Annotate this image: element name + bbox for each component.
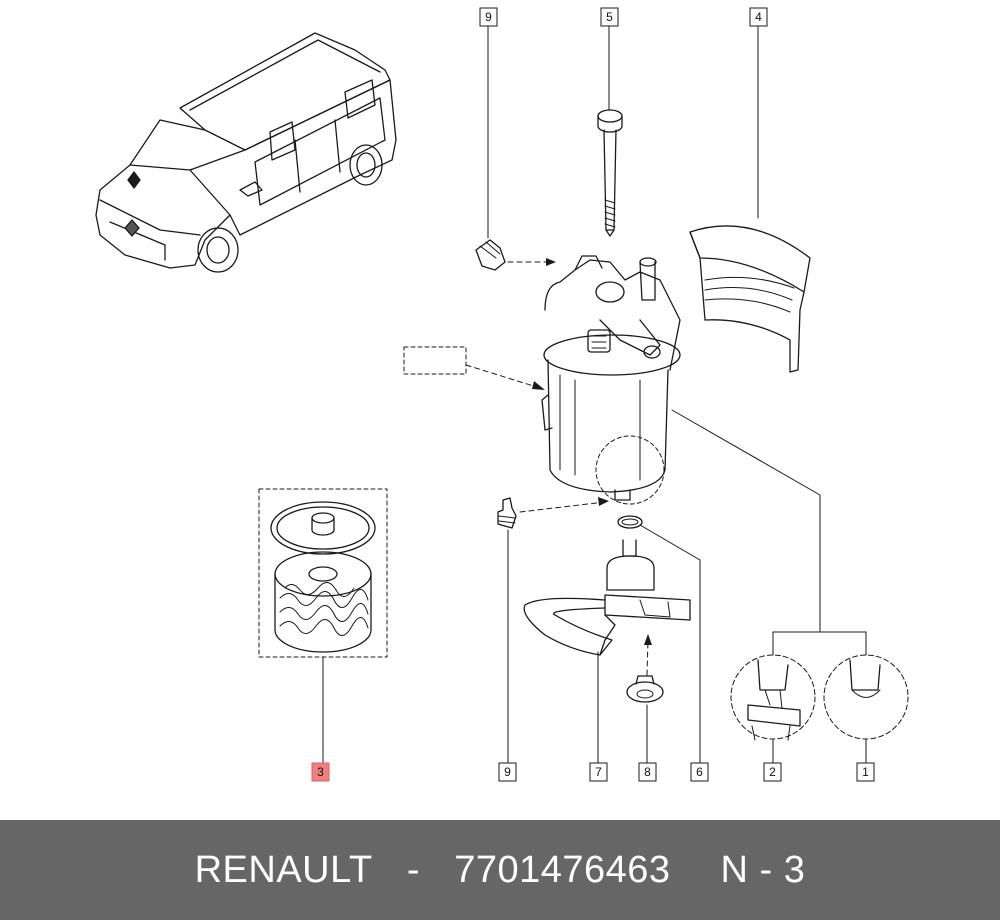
callout-number: 6 [696, 765, 703, 779]
brand-name: RENAULT [194, 848, 373, 891]
bolt [597, 109, 623, 237]
filter-housing [541, 255, 681, 505]
heat-shield [689, 225, 811, 373]
page-reference: N - 3 [720, 848, 806, 891]
callout-label-8: 8 [638, 762, 657, 782]
callout-number: 7 [595, 765, 602, 779]
callout-box [763, 762, 782, 782]
callout-box [311, 762, 330, 782]
connector-plug [626, 675, 664, 703]
parts-diagram: 9 5 4 3 9 7 8 6 2 1 [95, 7, 909, 782]
callout-box [479, 7, 498, 27]
callout-labels: 9 5 4 3 9 7 8 6 2 1 [311, 7, 875, 782]
reference-box [403, 346, 467, 375]
callout-box [498, 762, 517, 782]
part-number: 7701476463 [454, 848, 671, 891]
fuel-filter-cartridge [258, 488, 388, 658]
callout-label-9-bottom: 9 [498, 762, 517, 782]
callout-number: 2 [769, 765, 776, 779]
callout-label-7: 7 [589, 762, 608, 782]
callout-number: 3 [317, 765, 324, 779]
callout-box [589, 762, 608, 782]
sensor-top [475, 239, 506, 271]
drain-screw [497, 497, 517, 529]
callout-number: 5 [606, 10, 613, 24]
callout-box [638, 762, 657, 782]
callout-box [856, 762, 875, 782]
callout-box [600, 7, 619, 27]
callout-box [749, 7, 768, 27]
callout-number: 4 [755, 10, 762, 24]
callout-label-2: 2 [763, 762, 782, 782]
callout-label-9-top: 9 [479, 7, 498, 27]
callout-number: 9 [504, 765, 511, 779]
o-ring [617, 515, 643, 529]
callout-box [690, 762, 709, 782]
callout-number: 1 [862, 765, 869, 779]
water-sensor-harness [523, 539, 691, 656]
callout-label-3: 3 [311, 762, 330, 782]
callout-label-6: 6 [690, 762, 709, 782]
separator: - [406, 848, 420, 891]
callout-number: 9 [485, 10, 492, 24]
callout-label-4: 4 [749, 7, 768, 27]
detail-view-1 [823, 654, 909, 740]
callout-number: 8 [644, 765, 651, 779]
callout-label-1: 1 [856, 762, 875, 782]
vehicle-illustration [95, 32, 397, 273]
callout-label-5: 5 [600, 7, 619, 27]
footer-bar: RENAULT - 7701476463 N - 3 [0, 820, 1000, 920]
detail-view-2 [730, 654, 816, 741]
